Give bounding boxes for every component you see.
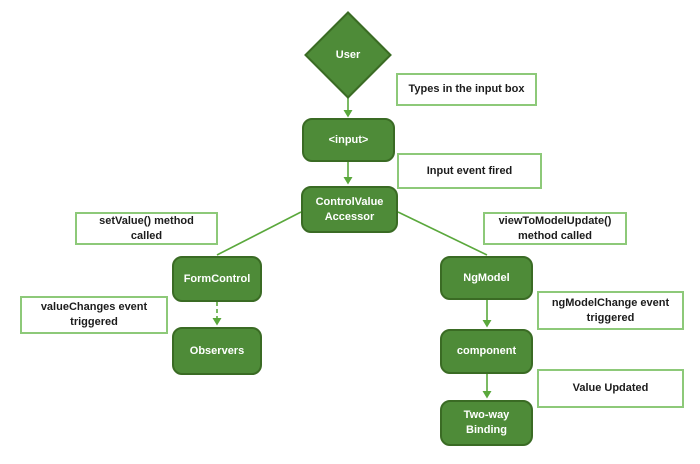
annotation-setvalue-method-called: setValue() method called bbox=[75, 212, 218, 245]
annotation-valuechanges-event-triggered-text: valueChanges event triggered bbox=[40, 301, 148, 328]
node-formcontrol-label: FormControl bbox=[183, 272, 251, 285]
annotation-ngmodelchange-event-triggered-text: ngModelChange event triggered bbox=[551, 296, 670, 324]
annotation-viewtomodelupdate-method-called-text: viewToModelUpdate() method called bbox=[498, 214, 612, 242]
node-controlvalue-accessor-label: ControlValue Accessor bbox=[315, 195, 384, 223]
annotation-types-in-input-box: Types in the input box bbox=[396, 73, 537, 106]
annotation-types-in-input-box-text: Types in the input box bbox=[408, 83, 525, 96]
node-formcontrol: FormControl bbox=[172, 256, 262, 302]
edge-controlvalueaccessor-to-ngmodel bbox=[397, 211, 488, 256]
edge-input-to-controlvalueaccessor bbox=[343, 162, 353, 185]
annotation-setvalue-method-called-text: setValue() method called bbox=[99, 214, 194, 242]
node-two-way-binding: Two-way Binding bbox=[440, 400, 533, 446]
annotation-viewtomodelupdate-method-called: viewToModelUpdate() method called bbox=[483, 212, 627, 245]
node-observers-label: Observers bbox=[189, 344, 245, 357]
node-user: User bbox=[304, 11, 392, 99]
edge-ngmodel-to-component bbox=[482, 300, 492, 328]
node-input: <input> bbox=[302, 118, 395, 162]
edge-controlvalueaccessor-to-formcontrol bbox=[216, 211, 302, 256]
node-two-way-binding-label: Two-way Binding bbox=[463, 409, 510, 436]
annotation-input-event-fired-text: Input event fired bbox=[426, 164, 513, 177]
edge-component-to-twowaybinding bbox=[482, 374, 492, 399]
node-input-label: <input> bbox=[328, 133, 369, 146]
node-user-label: User bbox=[335, 49, 361, 61]
node-observers: Observers bbox=[172, 327, 262, 375]
node-controlvalue-accessor: ControlValue Accessor bbox=[301, 186, 398, 233]
edge-formcontrol-to-observers bbox=[212, 302, 222, 326]
annotation-value-updated-text: Value Updated bbox=[572, 382, 649, 395]
annotation-input-event-fired: Input event fired bbox=[397, 153, 542, 189]
annotation-ngmodelchange-event-triggered: ngModelChange event triggered bbox=[537, 291, 684, 330]
node-component: component bbox=[440, 329, 533, 374]
node-ngmodel-label: NgModel bbox=[463, 271, 510, 284]
annotation-valuechanges-event-triggered: valueChanges event triggered bbox=[20, 296, 168, 334]
node-component-label: component bbox=[456, 345, 517, 358]
node-ngmodel: NgModel bbox=[440, 256, 533, 300]
annotation-value-updated: Value Updated bbox=[537, 369, 684, 408]
